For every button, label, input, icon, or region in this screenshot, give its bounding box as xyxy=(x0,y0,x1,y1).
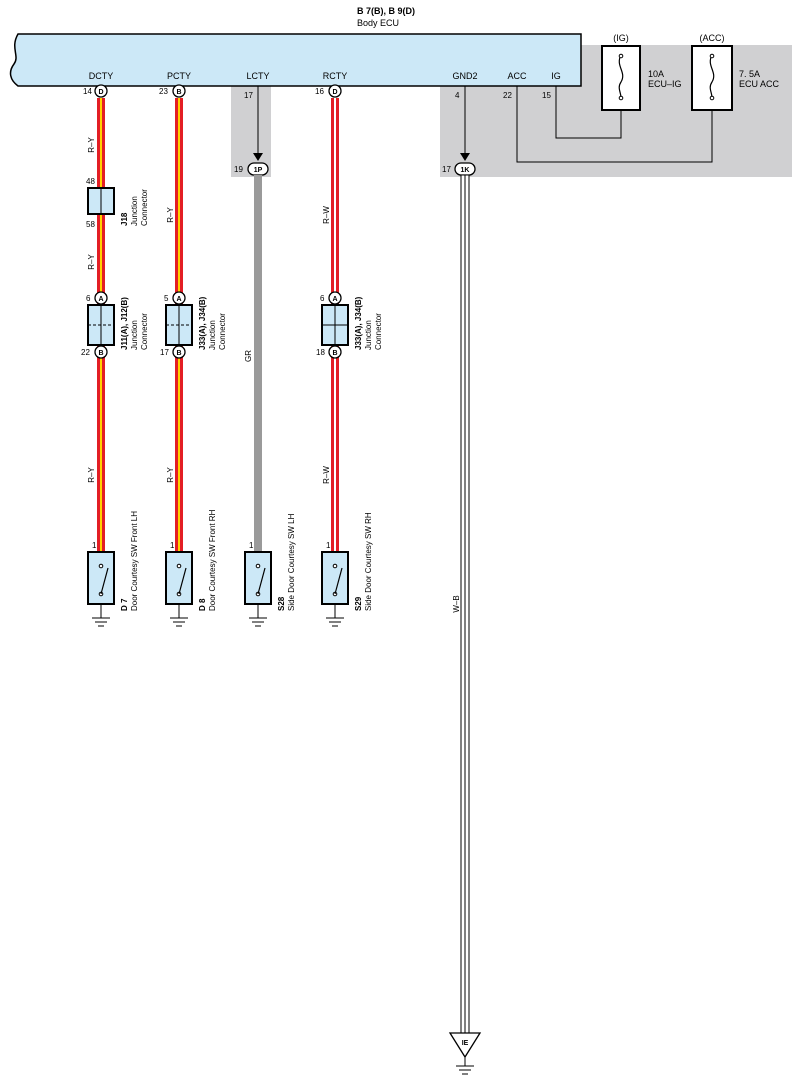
fuse-ecu-ig: (IG) 10A ECU–IG xyxy=(601,33,682,111)
ecu-name-label: Body ECU xyxy=(357,18,399,28)
j11-sub1: Junction xyxy=(130,320,139,350)
fuse-ig-rating: 10A xyxy=(648,69,664,79)
ecu-pin-lcty: LCTY xyxy=(246,71,269,81)
pcty-j33-top-conn: A xyxy=(176,296,181,303)
gnd2-ecu-pin: 4 xyxy=(455,91,460,100)
ground-id: IE xyxy=(462,1040,469,1047)
ecu-connectors-label: B 7(B), B 9(D) xyxy=(357,6,415,16)
rcty-ecu-pin: 16 xyxy=(315,87,324,96)
j11-id: J11(A), J12(B) xyxy=(120,297,129,350)
pcty-j33-sub1: Junction xyxy=(208,320,217,350)
pcty-j33-sub2: Connector xyxy=(218,313,227,350)
j18-id: J18 xyxy=(120,212,129,226)
pcty-j33-pin-bot: 17 xyxy=(160,348,169,357)
j18-pin-top: 48 xyxy=(86,177,95,186)
pin-acc-num: 22 xyxy=(503,91,512,100)
ig-feed-line xyxy=(555,86,622,139)
ecu-pin-gnd2: GND2 xyxy=(452,71,477,81)
ecu-pin-acc: ACC xyxy=(507,71,527,81)
j11-top-conn: A xyxy=(98,296,103,303)
rcty-ecu-conn: D xyxy=(332,89,337,96)
j18-sub1: Junction xyxy=(130,196,139,226)
pcty-wire-label-2: R–Y xyxy=(166,467,175,483)
s29-name: Side Door Courtesy SW RH xyxy=(364,512,373,611)
dcty-wire-label-1: R–Y xyxy=(87,137,96,153)
circuit-lcty: 17 1P 19 GR 1 S28 Side Door Courtesy SW … xyxy=(234,86,296,627)
lcty-wire-label: GR xyxy=(244,350,253,362)
acc-feed-line xyxy=(516,86,713,163)
gnd-splice-pin: 17 xyxy=(442,165,451,174)
pcty-j33-id: J33(A), J34(B) xyxy=(198,296,207,350)
s29-pin: 1 xyxy=(326,541,331,550)
dcty-wire-label-3: R–Y xyxy=(87,467,96,483)
pcty-wire-label-1: R–Y xyxy=(166,207,175,223)
fuse-acc-rating: 7. 5A xyxy=(739,69,760,79)
circuit-dcty: D 14 R–Y 48 58 J18 Junction Connector R–… xyxy=(81,84,149,627)
j18-pin-bot: 58 xyxy=(86,220,95,229)
gnd-splice: 1K xyxy=(461,167,470,174)
j11-sub2: Connector xyxy=(140,313,149,350)
pcty-j33-bot-conn: B xyxy=(176,350,181,357)
dcty-ecu-conn: D xyxy=(98,89,103,96)
rcty-j33-pin-bot: 18 xyxy=(316,348,325,357)
pcty-ecu-conn: B xyxy=(176,89,181,96)
lcty-ecu-pin: 17 xyxy=(244,91,253,100)
ecu-pin-pcty: PCTY xyxy=(167,71,191,81)
fuse-acc-header: (ACC) xyxy=(700,33,725,43)
fuse-ig-name: ECU–IG xyxy=(648,79,682,89)
circuit-gnd2: 4 1K 17 W–B IE xyxy=(442,86,482,1075)
d7-pin: 1 xyxy=(92,541,97,550)
j18-sub2: Connector xyxy=(140,189,149,226)
d8-pin: 1 xyxy=(170,541,175,550)
pin-ig-num: 15 xyxy=(542,91,551,100)
lcty-shade xyxy=(231,85,271,177)
d8-name: Door Courtesy SW Front RH xyxy=(208,509,217,611)
rcty-j33-id: J33(A), J34(B) xyxy=(354,296,363,350)
rcty-wire-label-2: R–W xyxy=(322,466,331,484)
fuse-ig-header: (IG) xyxy=(613,33,629,43)
rcty-j33-bot-conn: B xyxy=(332,350,337,357)
gnd-wire-label: W–B xyxy=(452,595,461,612)
lcty-splice: 1P xyxy=(254,167,263,174)
rcty-j33-pin-top: 6 xyxy=(320,294,325,303)
lcty-splice-pin: 19 xyxy=(234,165,243,174)
dcty-ecu-pin: 14 xyxy=(83,87,92,96)
rcty-j33-top-conn: A xyxy=(332,296,337,303)
j11-pin-bot: 22 xyxy=(81,348,90,357)
body-ecu-box xyxy=(9,33,582,87)
j11-bot-conn: B xyxy=(98,350,103,357)
d7-name: Door Courtesy SW Front LH xyxy=(130,511,139,611)
s28-name: Side Door Courtesy SW LH xyxy=(287,513,296,611)
s28-id: S28 xyxy=(277,596,286,611)
rcty-j33-sub2: Connector xyxy=(374,313,383,350)
fuse-ecu-acc: (ACC) 7. 5A ECU ACC xyxy=(691,33,780,111)
ecu-pin-ig: IG xyxy=(551,71,561,81)
circuit-rcty: D 16 R–W A 6 B 18 J33(A), J34(B) Junctio… xyxy=(315,84,383,627)
dcty-wire-label-2: R–Y xyxy=(87,254,96,270)
ecu-pin-rcty: RCTY xyxy=(323,71,348,81)
j11-pin-top: 6 xyxy=(86,294,91,303)
d7-id: D 7 xyxy=(120,598,129,611)
rcty-j33-sub1: Junction xyxy=(364,320,373,350)
circuit-pcty: B 23 R–Y A 5 B 17 J33(A), J34(B) Junctio… xyxy=(159,84,227,627)
s29-id: S29 xyxy=(354,596,363,611)
pcty-ecu-pin: 23 xyxy=(159,87,168,96)
ecu-pin-dcty: DCTY xyxy=(89,71,114,81)
d8-id: D 8 xyxy=(198,598,207,611)
rcty-wire-label-1: R–W xyxy=(322,206,331,224)
pcty-j33-pin-top: 5 xyxy=(164,294,169,303)
fuse-acc-name: ECU ACC xyxy=(739,79,780,89)
s28-pin: 1 xyxy=(249,541,254,550)
